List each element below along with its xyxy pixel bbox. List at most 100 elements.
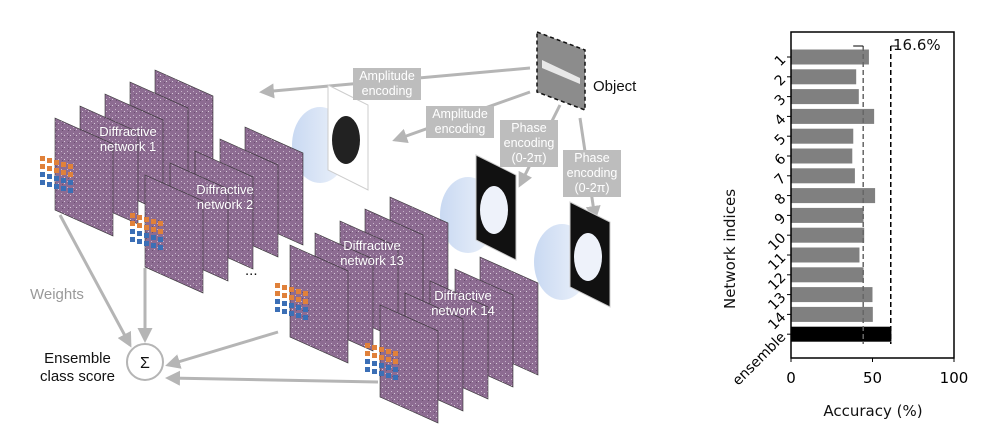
weight-cell <box>365 359 370 364</box>
x-axis-label: Accuracy (%) <box>823 402 923 420</box>
weight-cell <box>144 233 149 238</box>
weight-cell <box>130 229 135 234</box>
weight-cell <box>275 307 280 312</box>
weight-cell <box>54 184 59 189</box>
object-label: Object <box>593 78 637 95</box>
ensemble-class-score-label: Ensemble class score <box>39 350 116 385</box>
y-tick-label: 5 <box>772 131 790 149</box>
weight-cell <box>144 241 149 246</box>
object-image <box>536 30 586 112</box>
bar-12 <box>791 267 864 283</box>
weight-cell <box>40 172 45 177</box>
weight-cell <box>61 162 66 167</box>
x-tick-label: 50 <box>863 369 882 387</box>
aperture <box>574 233 602 281</box>
weight-cell <box>130 221 135 226</box>
weight-cell <box>393 351 398 356</box>
diagram-canvas: Σ <box>40 30 611 424</box>
weight-cell <box>303 299 308 304</box>
y-tick-label: 8 <box>772 191 790 209</box>
aperture <box>332 116 360 164</box>
y-tick-label: 4 <box>772 111 790 129</box>
bar-10 <box>791 227 865 243</box>
improvement-annotation: 16.6% <box>893 36 941 54</box>
weight-cell <box>365 343 370 348</box>
encoding-label-3: Phase encoding (0-2π) <box>500 120 558 167</box>
y-tick-label: 7 <box>772 171 790 189</box>
weight-cell <box>158 237 163 242</box>
weight-cell <box>151 243 156 248</box>
weight-cell <box>386 365 391 370</box>
weight-cell <box>282 309 287 314</box>
y-axis-label: Network indices <box>721 188 739 310</box>
bar-13 <box>791 287 873 303</box>
weight-cell <box>54 176 59 181</box>
network-label-2: Diffractive network 2 <box>196 182 254 212</box>
weight-cell <box>296 305 301 310</box>
weight-cell <box>47 166 52 171</box>
weight-cell <box>379 371 384 376</box>
weight-cell <box>151 219 156 224</box>
weight-cell <box>365 351 370 356</box>
weight-cell <box>47 182 52 187</box>
weight-cell <box>379 355 384 360</box>
network-label-14: Diffractive network 14 <box>431 288 495 318</box>
weight-cell <box>47 158 52 163</box>
weight-cell <box>379 363 384 368</box>
sum-symbol: Σ <box>140 355 150 372</box>
weight-cell <box>54 160 59 165</box>
weight-cell <box>296 313 301 318</box>
weight-cell <box>137 239 142 244</box>
weight-cell <box>47 174 52 179</box>
bar-ensemble <box>791 326 892 342</box>
weight-cell <box>282 285 287 290</box>
weight-cell <box>303 315 308 320</box>
bar-6 <box>791 148 853 164</box>
weight-cell <box>137 215 142 220</box>
weight-cell <box>372 369 377 374</box>
encoding-label-2: Amplitude encoding <box>426 106 494 138</box>
weight-cell <box>393 359 398 364</box>
bar-14 <box>791 306 873 322</box>
bar-3 <box>791 89 859 105</box>
weight-cell <box>61 186 66 191</box>
weight-cell <box>282 301 287 306</box>
weight-cell <box>275 299 280 304</box>
weight-cell <box>158 245 163 250</box>
weight-cell <box>289 287 294 292</box>
weight-cell <box>68 164 73 169</box>
weight-cell <box>151 227 156 232</box>
weight-cell <box>158 221 163 226</box>
ellipsis: ... <box>245 262 258 279</box>
bar-7 <box>791 168 855 184</box>
arrow-weights1-to-sum <box>58 214 132 348</box>
weight-cell <box>275 283 280 288</box>
bar-8 <box>791 188 876 204</box>
y-tick-label: 9 <box>772 210 790 228</box>
weight-cell <box>144 225 149 230</box>
network-label-13: Diffractive network 13 <box>340 238 404 268</box>
bar-9 <box>791 207 864 223</box>
weight-cell <box>61 178 66 183</box>
x-tick-label: 0 <box>786 369 796 387</box>
weight-cell <box>144 217 149 222</box>
weight-cell <box>372 361 377 366</box>
bar-5 <box>791 128 854 144</box>
y-tick-label: ensemble <box>730 329 790 389</box>
weight-cell <box>130 213 135 218</box>
aperture <box>480 186 508 234</box>
weight-cell <box>386 373 391 378</box>
weight-cell <box>379 347 384 352</box>
weight-cell <box>158 229 163 234</box>
encoding-label-1: Amplitude encoding <box>353 68 421 100</box>
weight-cell <box>289 303 294 308</box>
weight-cell <box>393 375 398 380</box>
weight-cell <box>289 311 294 316</box>
weight-cell <box>296 289 301 294</box>
bar-4 <box>791 108 875 124</box>
weight-cell <box>151 235 156 240</box>
weight-cell <box>40 180 45 185</box>
weight-cell <box>40 164 45 169</box>
weight-cell <box>137 223 142 228</box>
